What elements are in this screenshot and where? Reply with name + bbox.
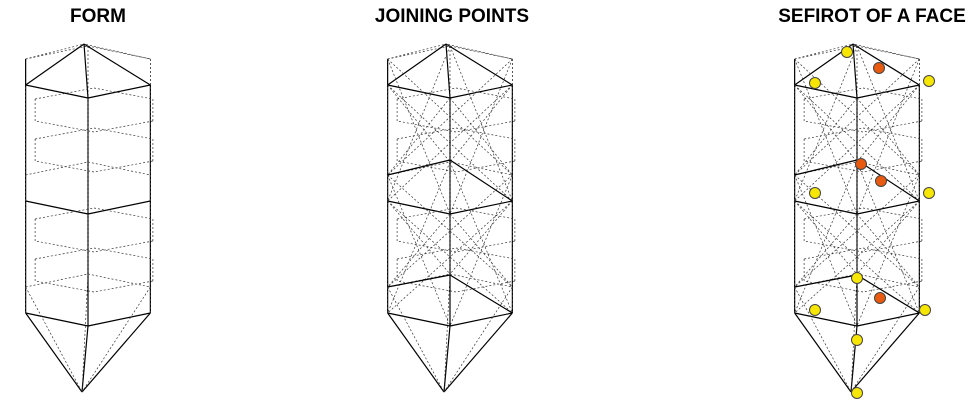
bottom-cap-edge <box>82 287 150 392</box>
panel-joining-points: JOINING POINTS <box>355 0 545 407</box>
prism-ring-edge <box>388 313 450 326</box>
prism-ring-edge <box>795 313 857 326</box>
form-figure <box>0 0 180 407</box>
top-cap-edge <box>26 44 84 85</box>
top-cap-edge <box>446 44 450 98</box>
bottom-cap-edge <box>388 287 444 392</box>
sefirah-node-yellow <box>924 76 935 87</box>
join-edge <box>450 275 512 313</box>
top-cap-edge <box>446 44 512 85</box>
bottom-cap-edge <box>388 313 444 392</box>
sefirah-node-yellow <box>852 388 863 399</box>
sefirah-node-yellow <box>842 47 853 58</box>
prism-ring-edge <box>88 274 150 287</box>
inner-ring <box>94 241 153 252</box>
join-edge <box>795 160 857 175</box>
sefirah-node-yellow <box>852 273 863 284</box>
bottom-cap-edge <box>795 313 851 392</box>
inner-ring <box>456 208 515 219</box>
join-edge <box>857 275 919 313</box>
sefirah-node-orange <box>874 63 885 74</box>
inner-ring <box>804 248 863 259</box>
prism-ring-edge <box>26 85 88 98</box>
prism-ring-edge <box>857 85 919 98</box>
sefirah-node-yellow <box>810 188 821 199</box>
sefirah-node-orange <box>876 176 887 187</box>
inner-ring <box>863 88 922 99</box>
diagonal-edge <box>388 98 450 175</box>
diagonal-edge <box>795 175 857 326</box>
inner-ring <box>863 241 922 252</box>
panel-sefirot: SEFIROT OF A FACE <box>765 0 979 407</box>
bottom-cap-edge <box>26 313 82 392</box>
top-cap-edge <box>84 44 150 85</box>
sefirot-figure <box>765 0 979 407</box>
bottom-cap-edge <box>444 287 512 392</box>
prism-ring-edge <box>388 85 450 98</box>
top-cap-edge <box>26 44 84 59</box>
prism-ring-edge <box>88 85 150 98</box>
inner-ring <box>863 248 922 259</box>
inner-ring <box>35 128 94 139</box>
inner-ring <box>804 241 863 252</box>
prism-ring-edge <box>26 313 88 326</box>
top-cap-edge <box>853 44 919 85</box>
diagonal-edge <box>450 162 512 313</box>
inner-ring <box>456 88 515 99</box>
prism-ring-edge <box>450 85 512 98</box>
joining-points-figure <box>355 0 545 407</box>
diagonal-edge <box>450 175 512 326</box>
inner-ring <box>94 208 153 219</box>
sefirah-node-yellow <box>810 305 821 316</box>
inner-ring <box>94 128 153 139</box>
prism-ring-edge <box>88 201 150 214</box>
prism-ring-edge <box>26 201 88 214</box>
prism-ring-edge <box>26 162 88 175</box>
sefirah-node-orange <box>875 293 886 304</box>
top-cap-edge <box>388 44 446 59</box>
top-cap-edge <box>388 44 446 85</box>
inner-ring <box>397 128 456 139</box>
prism-ring-edge <box>795 85 857 98</box>
inner-ring <box>863 208 922 219</box>
prism-ring-edge <box>88 162 150 175</box>
inner-ring <box>94 281 153 292</box>
top-cap-edge <box>84 44 88 98</box>
sefirah-node-yellow <box>810 78 821 89</box>
diagonal-edge <box>388 162 450 313</box>
inner-ring <box>804 128 863 139</box>
sefirah-node-yellow <box>924 188 935 199</box>
sefirah-node-orange <box>856 159 867 170</box>
panel-form: FORM <box>0 0 180 407</box>
diagonal-edge <box>388 175 450 326</box>
inner-ring <box>35 241 94 252</box>
inner-ring <box>35 121 94 132</box>
bottom-cap-edge <box>795 287 851 392</box>
diagonal-edge <box>795 162 857 313</box>
diagonal-edge <box>857 162 919 313</box>
diagonal-edge <box>450 98 512 175</box>
top-cap-edge <box>853 44 857 98</box>
sefirah-node-yellow <box>852 335 863 346</box>
inner-ring <box>397 241 456 252</box>
inner-ring <box>397 281 456 292</box>
inner-ring <box>456 248 515 259</box>
inner-ring <box>35 281 94 292</box>
inner-ring <box>94 121 153 132</box>
diagonal-edge <box>795 98 857 175</box>
bottom-cap-edge <box>26 287 82 392</box>
inner-ring <box>35 248 94 259</box>
join-edge <box>388 160 450 175</box>
inner-ring <box>94 88 153 99</box>
inner-ring <box>397 248 456 259</box>
diagonal-edge <box>857 175 919 326</box>
inner-ring <box>94 248 153 259</box>
sefirah-node-yellow <box>920 305 931 316</box>
inner-ring <box>94 161 153 172</box>
inner-ring <box>456 241 515 252</box>
